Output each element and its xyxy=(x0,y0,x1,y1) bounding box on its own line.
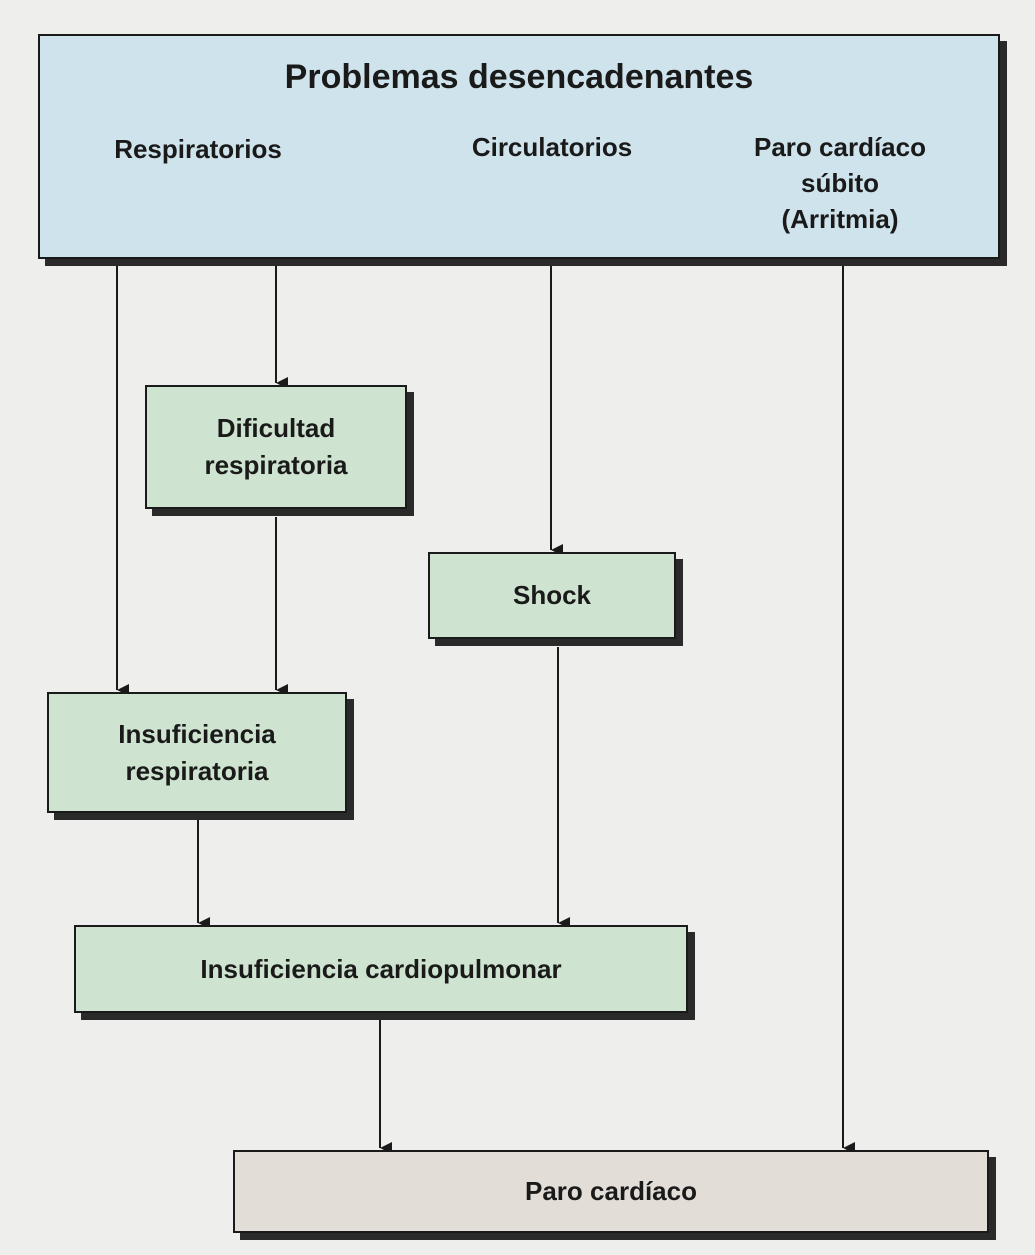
node-dificultad-respiratoria: Dificultad respiratoria xyxy=(145,385,407,509)
header-box: Problemas desencadenantes Respiratorios … xyxy=(38,34,1000,259)
column-circulatorios: Circulatorios xyxy=(471,132,633,162)
node-shock: Shock xyxy=(428,552,676,639)
node-insuficiencia-respiratoria: Insuficiencia respiratoria xyxy=(47,692,347,813)
column-paro-subito: Paro cardíaco súbito (Arritmia) xyxy=(754,132,926,234)
node-paro-cardiaco: Paro cardíaco xyxy=(233,1150,989,1233)
column-respiratorios: Respiratorios xyxy=(114,134,282,164)
node-insuficiencia-cardiopulmonar: Insuficiencia cardiopulmonar xyxy=(74,925,688,1013)
header-title: Problemas desencadenantes xyxy=(284,58,754,96)
